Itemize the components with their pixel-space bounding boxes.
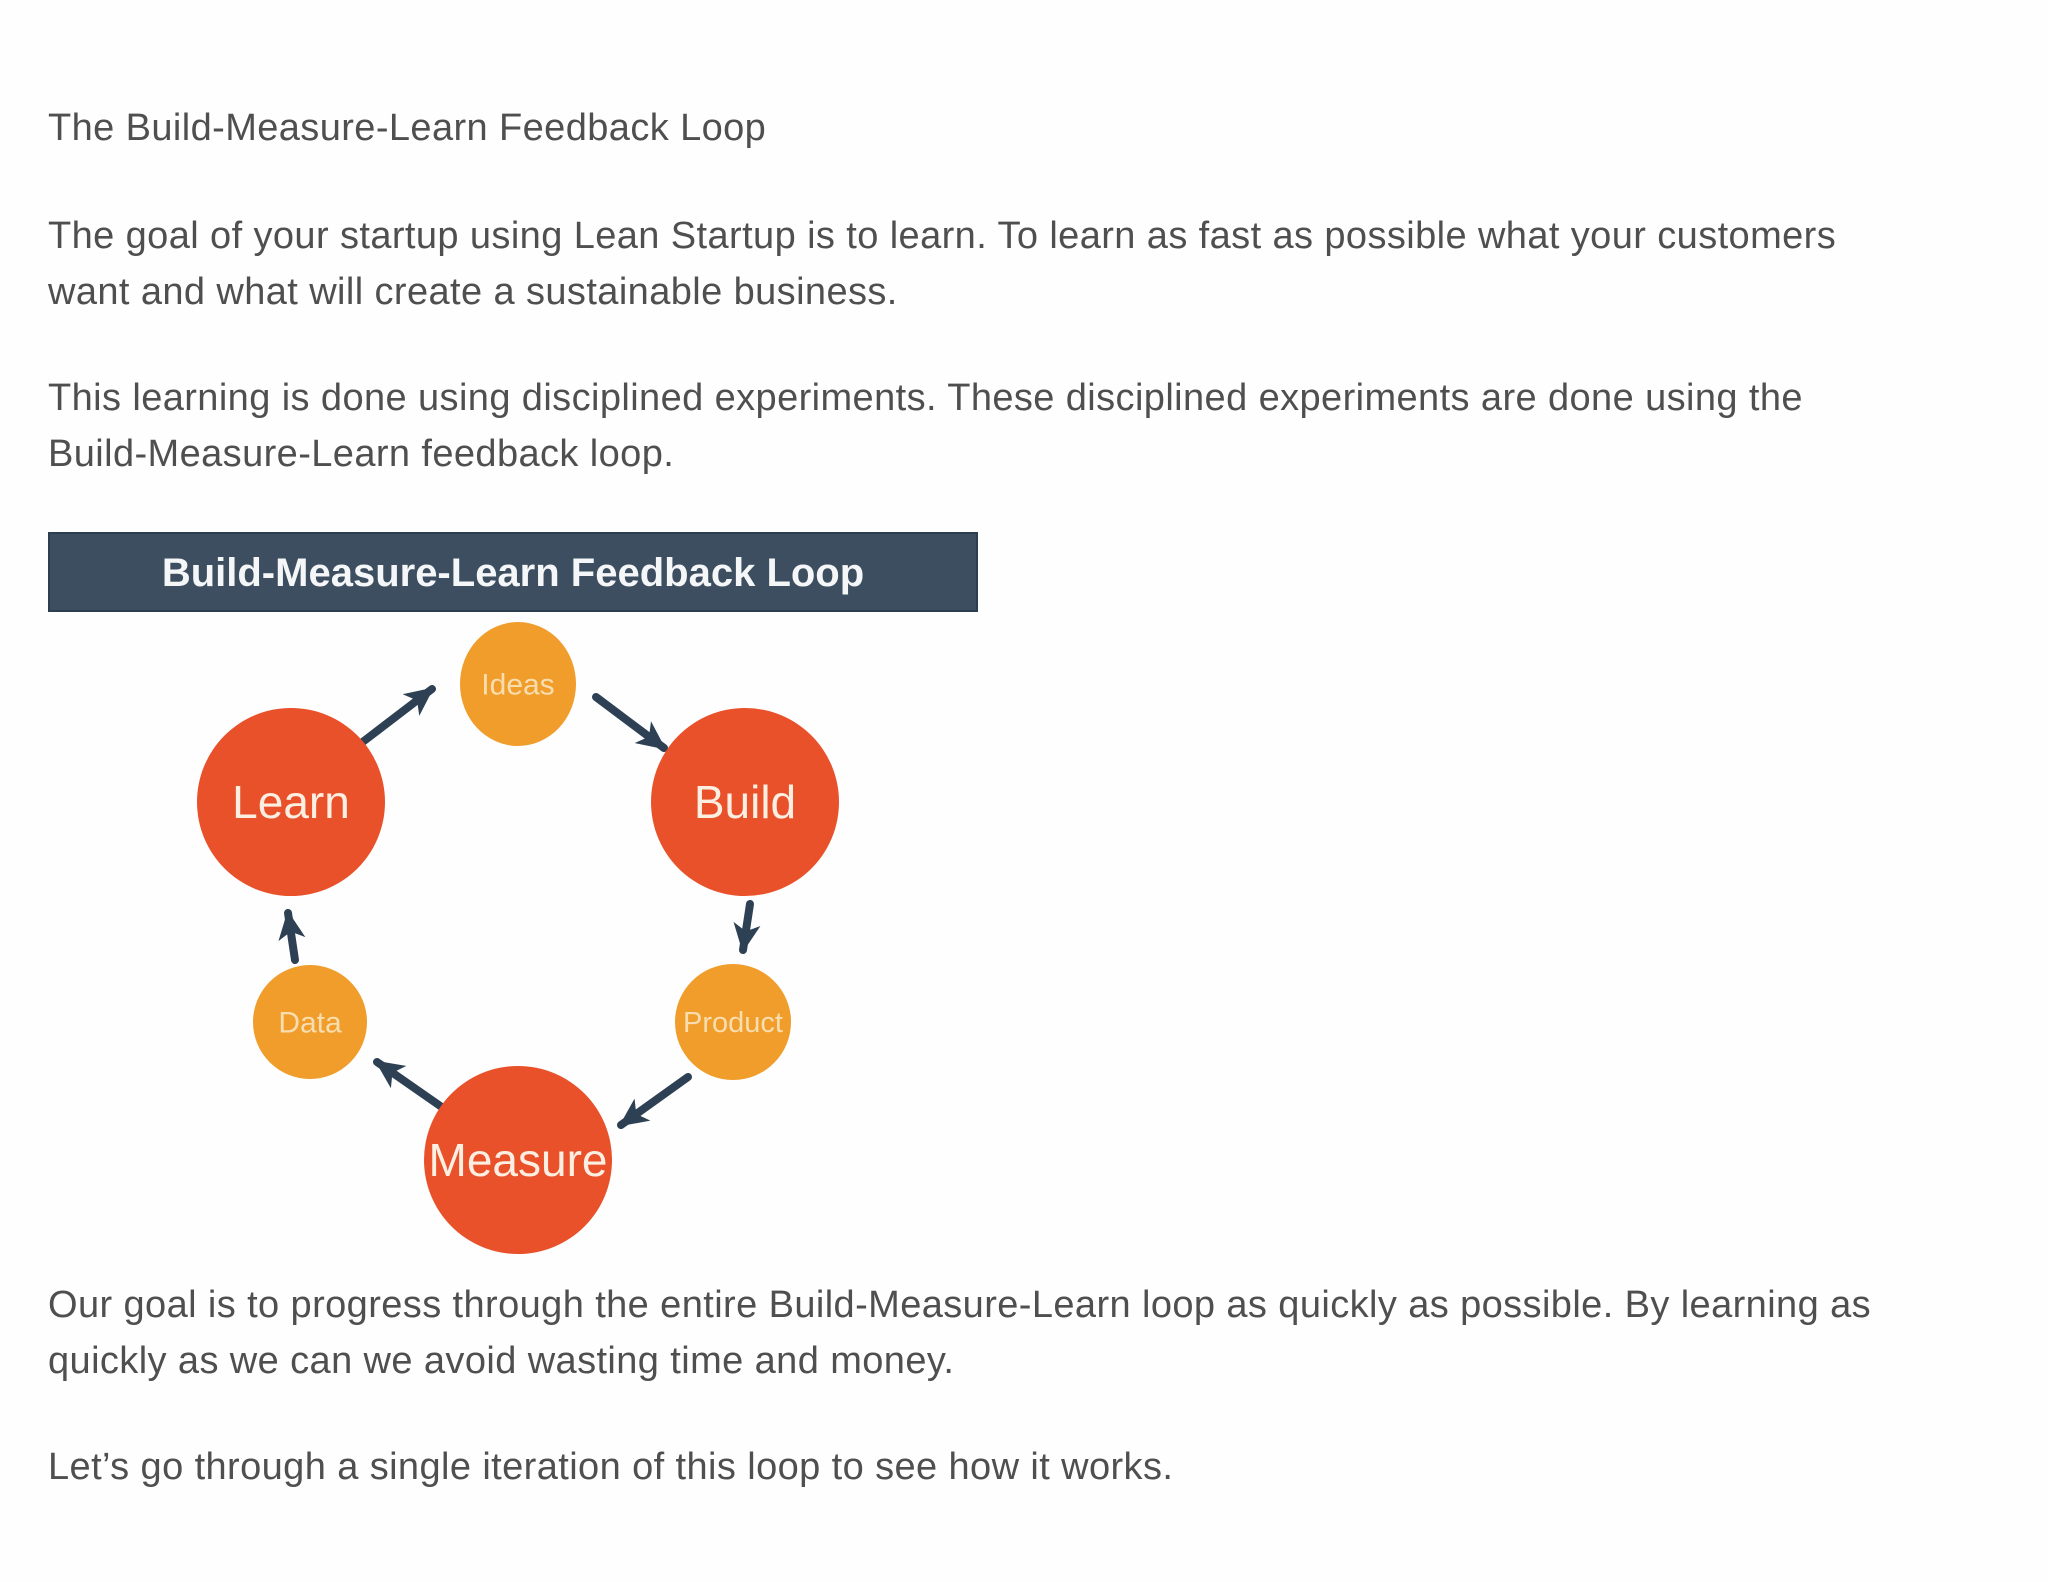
arrow-learn-to-ideas [356,685,436,748]
node-measure-label: Measure [429,1134,608,1186]
node-learn-circle [197,708,385,896]
arrow-product-to-measure [617,1073,692,1129]
diagram-title: Build-Measure-Learn Feedback Loop [162,551,864,595]
arrow-ideas-to-build [592,693,668,752]
node-build-label: Build [694,776,796,828]
node-learn-label: Learn [232,776,350,828]
node-product-label: Product [683,1007,783,1039]
paragraph-goal: The goal of your startup using Lean Star… [48,215,1837,313]
node-product-circle [675,964,791,1080]
node-ideas-circle [460,622,576,746]
diagram-title-bar-border [48,532,978,612]
node-build-circle [651,708,839,896]
bml-feedback-loop-diagram: Build-Measure-Learn Feedback Loop Learn … [48,532,985,1259]
paragraph-progress: Our goal is to progress through the enti… [48,1284,1872,1382]
paragraph-learning: This learning is done using disciplined … [48,377,1803,475]
loop-arrows [278,685,761,1129]
paragraph-iteration: Let’s go through a single iteration of t… [48,1446,1174,1488]
loop-nodes: Learn Ideas Build Product Measure Data [197,622,839,1254]
arrow-data-to-learn [278,909,306,964]
node-measure-circle [424,1066,612,1254]
node-data-circle [253,965,367,1079]
diagram-title-bar [49,533,977,611]
arrow-build-to-product [733,900,761,954]
node-data-label: Data [278,1007,342,1040]
page-title: The Build-Measure-Learn Feedback Loop [48,107,767,149]
node-ideas-label: Ideas [481,669,554,702]
arrow-measure-to-data [373,1058,450,1114]
